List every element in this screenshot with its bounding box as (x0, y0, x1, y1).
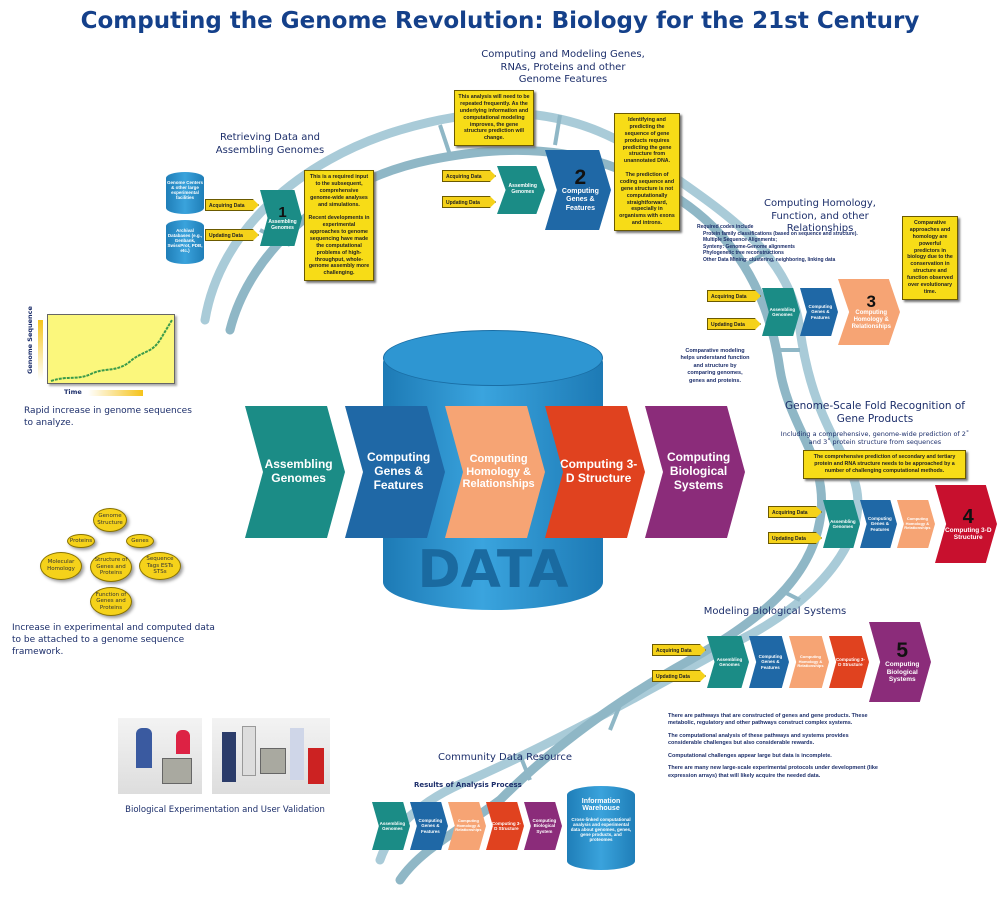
genome-growth-graph (47, 314, 175, 384)
data-types-caption: Increase in experimental and computed da… (12, 623, 215, 658)
updating-data-arrow: Updating Data (205, 229, 259, 241)
stage-label: Computing Homology & Relationships (851, 310, 891, 330)
stage-label: Computing Genes & Features (808, 304, 833, 320)
updating-data-arrow: Updating Data (707, 318, 761, 330)
acquiring-data-arrow: Acquiring Data (707, 290, 761, 302)
code-item: Synteny: Genome-Genome alignments (703, 243, 795, 250)
comparative-modeling-text: Comparative modeling helps understand fu… (680, 348, 750, 384)
section3-note: Comparative approaches and homology are … (902, 216, 958, 300)
photos-caption: Biological Experimentation and User Vali… (125, 805, 325, 815)
stage-label: Assembling Genomes (830, 518, 856, 529)
data-cylinder-label: DATA (417, 540, 569, 600)
bullet-item: Computational challenges appear large bu… (668, 752, 832, 759)
stage-number: 5 (896, 639, 909, 663)
stage-label: Assembling Genomes (769, 306, 796, 317)
acquiring-data-arrow: Acquiring Data (442, 170, 496, 182)
data-type-oval: Genes (126, 534, 154, 548)
required-codes-list: Required codes include Protein family cl… (697, 224, 882, 263)
section5-bullets: There are pathways that are constructed … (668, 713, 878, 780)
stage-label: Computing Homology & Relationships (462, 453, 535, 491)
growth-y-label: Genome Sequence (26, 306, 34, 374)
acquiring-data-arrow: Acquiring Data (205, 199, 259, 211)
stage-number: 2 (574, 166, 587, 190)
section2-note-right: Identifying and predicting the sequence … (614, 113, 680, 231)
stage-label: Computing Homology & Relationships (797, 654, 824, 669)
stage-number: 4 (962, 505, 974, 528)
stage-label: Computing Genes & Features (758, 654, 783, 670)
data-type-oval: Function of Genes and Proteins (90, 587, 132, 616)
section4-heading: Genome-Scale Fold Recognition of Gene Pr… (784, 400, 966, 426)
stage-chevron: Computing Genes & Features (800, 288, 838, 336)
section5-heading: Modeling Biological Systems (703, 606, 847, 617)
updating-data-arrow: Updating Data (442, 196, 496, 208)
stage-label: Computing Genes & Features (561, 188, 599, 212)
page-title: Computing the Genome Revolution: Biology… (80, 8, 920, 34)
lab-photo-1 (118, 718, 202, 794)
archival-databases: Archival Databases (e.g., Genbank, Swiss… (166, 220, 204, 264)
acquiring-data-arrow: Acquiring Data (768, 506, 822, 518)
data-type-oval: Molecular Homology (40, 552, 82, 580)
warehouse-title: Information Warehouse (581, 798, 621, 812)
growth-x-label: Time (64, 388, 82, 396)
genome-centers-database: Genome Centers & other large experimenta… (166, 172, 204, 214)
stage-label: Computing Homology & Relationships (904, 516, 931, 531)
sequence-growth-curve (50, 319, 173, 382)
stage-label: Computing Biological Systems (666, 450, 731, 492)
data-type-oval: Genome Structure (93, 508, 127, 532)
growth-caption: Rapid increase in genome sequences to an… (24, 406, 192, 429)
stage-label: Computing Genes & Features (418, 818, 443, 834)
stage-label: Assembling Genomes (379, 820, 406, 831)
data-type-oval: Structure of Genes and Proteins (90, 552, 132, 582)
stage-number: 1 (278, 203, 287, 221)
stage-label: Computing 3-D Structure (559, 457, 638, 485)
y-axis-arrow (38, 320, 43, 380)
section4-subheading: Including a comprehensive, genome-wide p… (780, 430, 970, 447)
section2-note-left: This analysis will need to be repeated f… (454, 90, 534, 147)
stage-label: Computing 3-D Structure (491, 820, 521, 831)
updating-data-arrow: Updating Data (652, 670, 706, 682)
stage-label: Assembling Genomes (268, 218, 297, 231)
stage-number: 3 (866, 292, 876, 312)
lab-photo-2 (212, 718, 330, 794)
data-type-oval: Sequence Tags ESTs STSs (139, 552, 181, 580)
stage-label: Assembling Genomes (508, 183, 537, 195)
data-type-oval: Proteins (67, 534, 95, 548)
information-warehouse: Information Warehouse Cross-linked compu… (567, 786, 635, 870)
stage-label: Computing 3-D Structure (944, 526, 992, 541)
stage-label: Assembling Genomes (264, 457, 333, 485)
section1-note: This is a required input to the subseque… (304, 170, 374, 282)
section1-heading: Retrieving Data and Assembling Genomes (215, 132, 325, 156)
bullet-item: The computational analysis of these path… (668, 732, 849, 747)
bullet-item: There are many new large-scale experimen… (668, 765, 878, 779)
x-axis-arrow (88, 390, 143, 396)
bullet-item: There are pathways that are constructed … (668, 713, 868, 727)
codes-title: Required codes include (697, 224, 754, 230)
stage-label: Computing Homology & Relationships (455, 818, 482, 833)
section2-heading: Computing and Modeling Genes, RNAs, Prot… (481, 49, 645, 85)
section3-heading: Computing Homology, Function, and other … (764, 198, 876, 234)
code-item: Other Data Mining: clustering, neighbori… (703, 256, 836, 263)
stage-label: Computing 3-D Structure (835, 656, 865, 667)
results-label: Results of Analysis Process (414, 781, 522, 789)
stage-label: Computing Biological Systems (885, 661, 920, 684)
updating-data-arrow: Updating Data (768, 532, 822, 544)
acquiring-data-arrow: Acquiring Data (652, 644, 706, 656)
stage-label: Computing Biological System (532, 818, 557, 834)
data-cylinder-top (383, 330, 603, 386)
code-item: Protein family classifications (based on… (703, 230, 858, 237)
stage-label: Computing Genes & Features (867, 516, 892, 532)
community-heading: Community Data Resource (438, 752, 572, 763)
stage-label: Computing Genes & Features (366, 450, 431, 492)
code-item: Phylogenetic tree reconstructions (703, 250, 784, 256)
warehouse-text: Cross-linked computational analysis and … (570, 817, 632, 842)
stage-label: Assembling Genomes (716, 656, 743, 667)
code-item: Multiple Sequence Alignments; (703, 237, 777, 243)
section4-note: The comprehensive prediction of secondar… (803, 450, 966, 479)
